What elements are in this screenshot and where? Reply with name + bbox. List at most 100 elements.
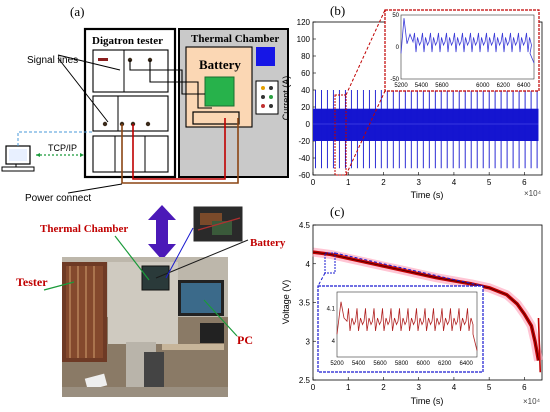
battery-photo-inset (192, 205, 244, 243)
tester-indicator (98, 58, 108, 61)
inset-plot-voltage (336, 291, 478, 358)
current-xtick-label: 4 (452, 178, 457, 187)
inset-voltage-xtick-label: 6200 (438, 361, 452, 367)
x-axis-title-current: Time (s) (411, 190, 444, 200)
current-band (313, 108, 539, 141)
chart-c-label: (c) (330, 204, 344, 219)
voltage-ytick-label: 2.5 (299, 376, 311, 385)
inset-axes-voltage: 5200 5400 5600 5800 6000 6200 6400 4.1 4 (327, 306, 474, 367)
inset-series-voltage (336, 301, 478, 351)
power-line-red (132, 118, 226, 180)
tester-module-mid (92, 95, 169, 132)
inset-voltage-xtick-label: 5800 (395, 361, 409, 367)
current-ytick-label: -20 (298, 137, 310, 146)
photo-label-pc: PC (237, 333, 253, 347)
inset-voltage-xtick-label: 6400 (460, 361, 474, 367)
inset-current-xtick-label: 6400 (517, 83, 531, 89)
voltage-xtick-label: 5 (487, 383, 492, 392)
y-axis-current: -60 -40 -20 0 20 40 60 80 100 120 (297, 18, 316, 180)
lab-photo (62, 257, 228, 397)
current-pulses (315, 90, 538, 169)
voltage-xtick-label: 3 (416, 383, 421, 392)
inset-voltage-xtick-label: 5600 (373, 361, 387, 367)
current-xtick-label: 5 (487, 178, 492, 187)
voltage-ytick-label: 4 (306, 260, 311, 269)
inset-current-xtick-label: 5600 (435, 83, 449, 89)
inset-plot-current (400, 14, 535, 80)
battery-label: Battery (199, 57, 241, 72)
current-ytick-label: 40 (301, 86, 310, 95)
tester-title: Digatron tester (92, 35, 163, 47)
panel-a-label: (a) (70, 4, 84, 19)
photo-label-tester: Tester (16, 275, 48, 289)
zoom-box-current (334, 94, 347, 176)
current-ytick-label: 100 (297, 35, 311, 44)
inset-series-current (400, 18, 535, 64)
x-exponent-current: ×10⁴ (524, 189, 542, 198)
voltage-ytick-label: 4.5 (299, 221, 311, 230)
tester-module-bottom (92, 135, 169, 173)
chamber-title: Thermal Chamber (191, 33, 279, 45)
power-connect-label: Power connect (25, 193, 91, 204)
current-ytick-label: 80 (301, 52, 310, 61)
current-ytick-label: -60 (298, 171, 310, 180)
inset-current-ytick-label: 50 (392, 13, 399, 19)
inset-current-xtick-label: 6200 (497, 83, 511, 89)
current-xtick-label: 0 (311, 178, 316, 187)
tester-module-top (92, 49, 169, 93)
signal-line-1 (149, 60, 212, 109)
inset-voltage-xtick-label: 5400 (352, 361, 366, 367)
power-line-brown (121, 118, 239, 184)
current-ytick-label: 120 (297, 18, 311, 27)
photo-label-thermal-chamber: Thermal Chamber (40, 223, 128, 235)
voltage-ytick-label: 3 (306, 337, 311, 346)
double-arrow (148, 205, 176, 260)
current-xtick-label: 6 (522, 178, 527, 187)
inset-current-ytick-label: 0 (396, 45, 400, 51)
computer-icon (1, 145, 35, 172)
voltage-xtick-label: 1 (346, 383, 351, 392)
x-axis-title-voltage: Time (s) (411, 396, 444, 406)
voltage-xtick-label: 0 (311, 383, 316, 392)
signal-lines-label: Signal lines (27, 55, 78, 66)
voltage-xtick-label: 6 (522, 383, 527, 392)
inset-voltage-ytick-label: 4.1 (327, 306, 336, 312)
current-xtick-label: 3 (416, 178, 421, 187)
series-voltage (312, 247, 543, 373)
photo-label-battery: Battery (250, 237, 286, 249)
current-xtick-label: 2 (381, 178, 386, 187)
x-exponent-voltage: ×10⁴ (523, 397, 541, 406)
inset-current-ytick-label: -50 (390, 77, 399, 83)
inset-current-xtick-label: 6000 (476, 83, 490, 89)
voltage-endspike (537, 317, 542, 373)
inset-voltage-xtick-label: 6000 (416, 361, 430, 367)
inset-current-xtick-label: 5200 (394, 83, 408, 89)
tcpip-label: TCP/IP (48, 143, 77, 153)
inset-current-xtick-label: 5400 (415, 83, 429, 89)
y-axis-title-current: Current (A) (281, 76, 291, 121)
inset-voltage-xtick-label: 5200 (330, 361, 344, 367)
y-axis-voltage: 2.5 3 3.5 4 4.5 (299, 221, 316, 385)
voltage-ytick-label: 3.5 (299, 299, 311, 308)
voltage-core (312, 251, 539, 361)
x-axis-current: 0 1 2 3 4 5 6 (311, 172, 527, 187)
voltage-xtick-label: 2 (381, 383, 386, 392)
current-ytick-label: 20 (301, 103, 310, 112)
current-xtick-label: 1 (346, 178, 351, 187)
signal-line-2 (129, 60, 205, 95)
chart-b-label: (b) (330, 3, 345, 18)
y-axis-title-voltage: Voltage (V) (281, 280, 291, 325)
panel-a: (a) Digatron tester Thermal Chamber Batt… (1, 4, 289, 397)
inset-axes-current: 5200 5400 5600 6000 6200 6400 50 0 -50 (390, 13, 531, 89)
current-ytick-label: 60 (301, 69, 310, 78)
zoom-box-voltage (324, 252, 336, 274)
chamber-display (256, 47, 275, 66)
inset-voltage-ytick-label: 4 (332, 339, 336, 345)
current-ytick-label: 0 (306, 120, 311, 129)
chamber-control-panel (255, 80, 279, 115)
chart-current: (b) -60 -40 -20 0 20 40 60 80 100 120 0 1 2 3 4 5 6 Cur… (281, 3, 543, 200)
series-current (313, 90, 539, 169)
current-ytick-label: -40 (298, 154, 310, 163)
